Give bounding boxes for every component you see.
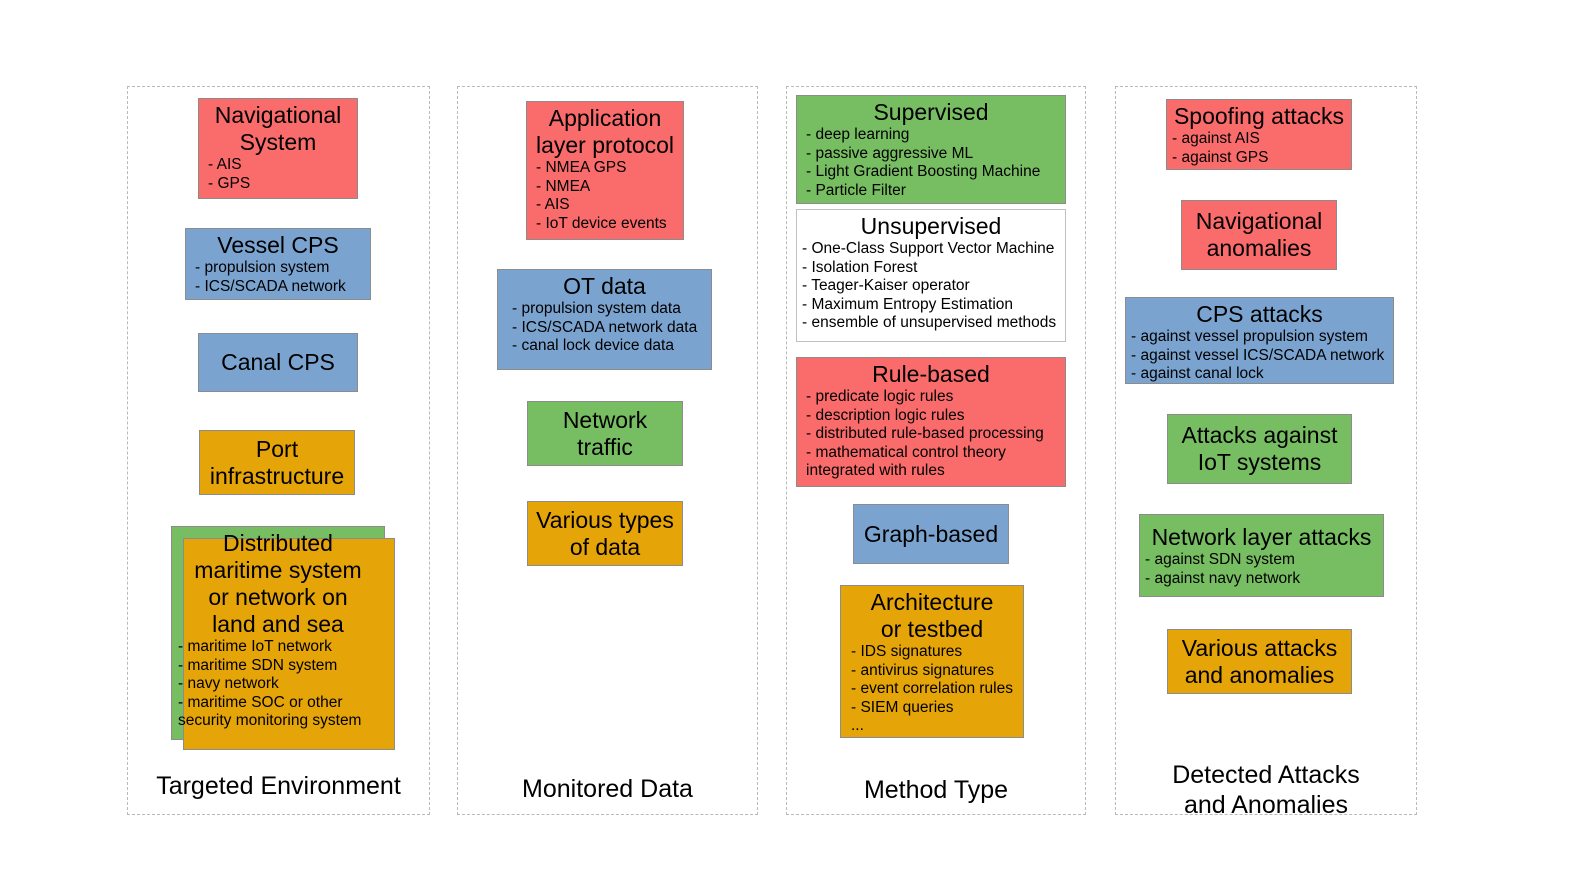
column-title-targeted-environment: Targeted Environment [156, 772, 401, 800]
column-targeted-environment [127, 86, 430, 815]
box-spoofing-attacks[interactable]: Spoofing attacks - against AIS - against… [1166, 99, 1352, 170]
box-navigational-system[interactable]: Navigational System - AIS - GPS [198, 98, 358, 199]
box-bullets: - deep learning - passive aggressive ML … [806, 126, 1041, 199]
box-title: Attacks against IoT systems [1181, 422, 1338, 475]
box-title: Network traffic [562, 406, 648, 460]
box-bullets: - against vessel propulsion system - aga… [1131, 328, 1385, 382]
box-bullets: - NMEA GPS - NMEA - AIS - IoT device eve… [536, 159, 667, 232]
column-title-monitored-data: Monitored Data [522, 775, 693, 803]
box-ot-data[interactable]: OT data - propulsion system data - ICS/S… [497, 269, 712, 370]
box-title: Rule-based [872, 361, 990, 387]
box-bullets: - IDS signatures - antivirus signatures … [851, 643, 1013, 734]
box-graph-based[interactable]: Graph-based [853, 504, 1009, 564]
box-bullets: - AIS - GPS [208, 156, 251, 192]
box-title: Spoofing attacks [1173, 103, 1345, 129]
box-title: Navigational anomalies [1195, 208, 1323, 261]
box-navigational-anomalies[interactable]: Navigational anomalies [1181, 200, 1337, 270]
column-method-type [786, 86, 1086, 815]
box-title: OT data [563, 273, 646, 299]
box-various-types-of-data[interactable]: Various types of data [527, 501, 683, 566]
box-title: Navigational System [214, 102, 342, 155]
box-unsupervised[interactable]: Unsupervised - One-Class Support Vector … [796, 209, 1066, 342]
box-attacks-against-iot-systems[interactable]: Attacks against IoT systems [1167, 414, 1352, 484]
box-supervised[interactable]: Supervised - deep learning - passive agg… [796, 95, 1066, 204]
box-bullets: - propulsion system data - ICS/SCADA net… [512, 300, 698, 354]
box-title: Application layer protocol [535, 105, 675, 158]
column-monitored-data [457, 86, 758, 815]
box-title: Various types of data [536, 506, 674, 560]
box-title: Distributed maritime system or network o… [194, 530, 362, 637]
box-title: Unsupervised [860, 213, 1002, 239]
box-network-layer-attacks[interactable]: Network layer attacks - against SDN syst… [1139, 514, 1384, 597]
box-bullets: - One-Class Support Vector Machine - Iso… [802, 240, 1057, 331]
box-application-layer-protocol[interactable]: Application layer protocol - NMEA GPS - … [526, 101, 684, 240]
box-bullets: - against AIS - against GPS [1172, 130, 1269, 166]
box-title: CPS attacks [1196, 301, 1323, 327]
box-title: Architecture or testbed [870, 589, 994, 642]
box-bullets: - propulsion system - ICS/SCADA network [195, 259, 346, 295]
column-title-method-type: Method Type [863, 776, 1009, 804]
box-distributed-maritime-system[interactable]: Distributed maritime system or network o… [171, 526, 395, 750]
box-title: Supervised [873, 99, 989, 125]
box-title: Graph-based [863, 520, 999, 547]
box-canal-cps[interactable]: Canal CPS [198, 333, 358, 392]
box-various-attacks-and-anomalies[interactable]: Various attacks and anomalies [1167, 629, 1352, 694]
box-rule-based[interactable]: Rule-based - predicate logic rules - des… [796, 357, 1066, 487]
box-title: Various attacks and anomalies [1181, 634, 1338, 688]
box-bullets: - maritime IoT network - maritime SDN sy… [178, 638, 362, 729]
box-title: Canal CPS [221, 349, 335, 375]
box-bullets: - predicate logic rules - description lo… [806, 388, 1044, 479]
box-title: Network layer attacks [1151, 524, 1372, 550]
column-detected-attacks [1115, 86, 1417, 815]
box-title: Vessel CPS [217, 232, 339, 258]
box-vessel-cps[interactable]: Vessel CPS - propulsion system - ICS/SCA… [185, 228, 371, 300]
box-title: Port infrastructure [209, 435, 345, 489]
box-cps-attacks[interactable]: CPS attacks - against vessel propulsion … [1125, 297, 1394, 384]
box-architecture-or-testbed[interactable]: Architecture or testbed - IDS signatures… [840, 585, 1024, 738]
box-port-infrastructure[interactable]: Port infrastructure [199, 430, 355, 495]
box-network-traffic[interactable]: Network traffic [527, 401, 683, 466]
box-bullets: - against SDN system - against navy netw… [1145, 551, 1301, 587]
column-title-detected-attacks: Detected Attacks and Anomalies [1172, 761, 1360, 819]
